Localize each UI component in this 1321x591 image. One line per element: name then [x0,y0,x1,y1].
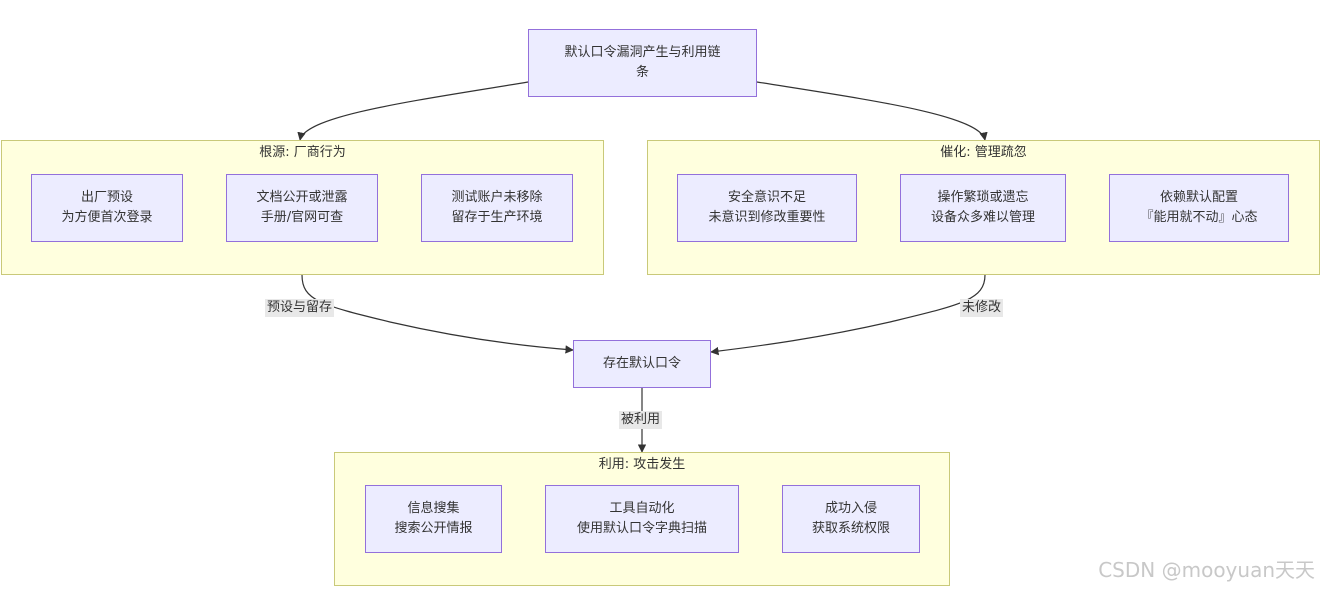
node-info-gathering-line2: 搜索公开情报 [394,521,473,536]
node-default-config-line2: 『能用就不动』心态 [1140,210,1258,225]
node-factory-preset-line1: 出厂预设 [80,190,133,205]
node-test-account-line2: 留存于生产环境 [451,210,543,225]
node-default-config: 依赖默认配置 『能用就不动』心态 [1109,174,1289,242]
edge-top-to-root [297,81,529,141]
node-test-account-line1: 测试账户未移除 [451,190,543,205]
node-default-config-line1: 依赖默认配置 [1159,190,1238,205]
node-tedious-operation-line1: 操作繁琐或遗忘 [937,190,1029,205]
center-node-label: 存在默认口令 [602,356,681,371]
center-node: 存在默认口令 [573,340,711,388]
edge-root-to-center [301,274,574,354]
node-security-awareness-line1: 安全意识不足 [727,190,806,205]
cluster-root-cause-title: 根源: 厂商行为 [259,145,346,160]
node-tedious-operation-line2: 设备众多难以管理 [930,210,1035,225]
edge-label-preset: 预设与留存 [265,299,335,317]
node-successful-intrusion: 成功入侵 获取系统权限 [782,485,920,553]
node-docs-public: 文档公开或泄露 手册/官网可查 [226,174,378,242]
node-successful-intrusion-line1: 成功入侵 [824,501,877,516]
top-node-line1: 默认口令漏洞产生与利用链 [564,45,721,60]
node-tool-automation: 工具自动化 使用默认口令字典扫描 [545,485,739,553]
edge-label-exploited: 被利用 [619,411,663,429]
node-test-account: 测试账户未移除 留存于生产环境 [421,174,573,242]
node-security-awareness-line2: 未意识到修改重要性 [708,210,826,225]
node-tool-automation-line1: 工具自动化 [609,501,675,516]
node-successful-intrusion-line2: 获取系统权限 [811,521,890,536]
top-node: 默认口令漏洞产生与利用链 条 [528,29,757,97]
node-factory-preset-line2: 为方便首次登录 [61,210,153,225]
node-info-gathering-line1: 信息搜集 [407,501,460,516]
edge-top-to-catalyst [756,81,988,141]
top-node-line2: 条 [635,65,649,80]
cluster-exploitation-title: 利用: 攻击发生 [598,457,686,472]
watermark: CSDN @mooyuan天天 [1098,558,1315,582]
node-tedious-operation: 操作繁琐或遗忘 设备众多难以管理 [900,174,1066,242]
node-security-awareness: 安全意识不足 未意识到修改重要性 [677,174,857,242]
node-docs-public-line2: 手册/官网可查 [260,210,344,225]
node-docs-public-line1: 文档公开或泄露 [256,190,348,205]
node-info-gathering: 信息搜集 搜索公开情报 [365,485,502,553]
node-tool-automation-line2: 使用默认口令字典扫描 [576,521,707,536]
edge-catalyst-to-center [710,274,986,356]
cluster-catalyst-title: 催化: 管理疏忽 [940,145,1027,160]
node-factory-preset: 出厂预设 为方便首次登录 [31,174,183,242]
edge-label-unmodified: 未修改 [960,299,1004,317]
